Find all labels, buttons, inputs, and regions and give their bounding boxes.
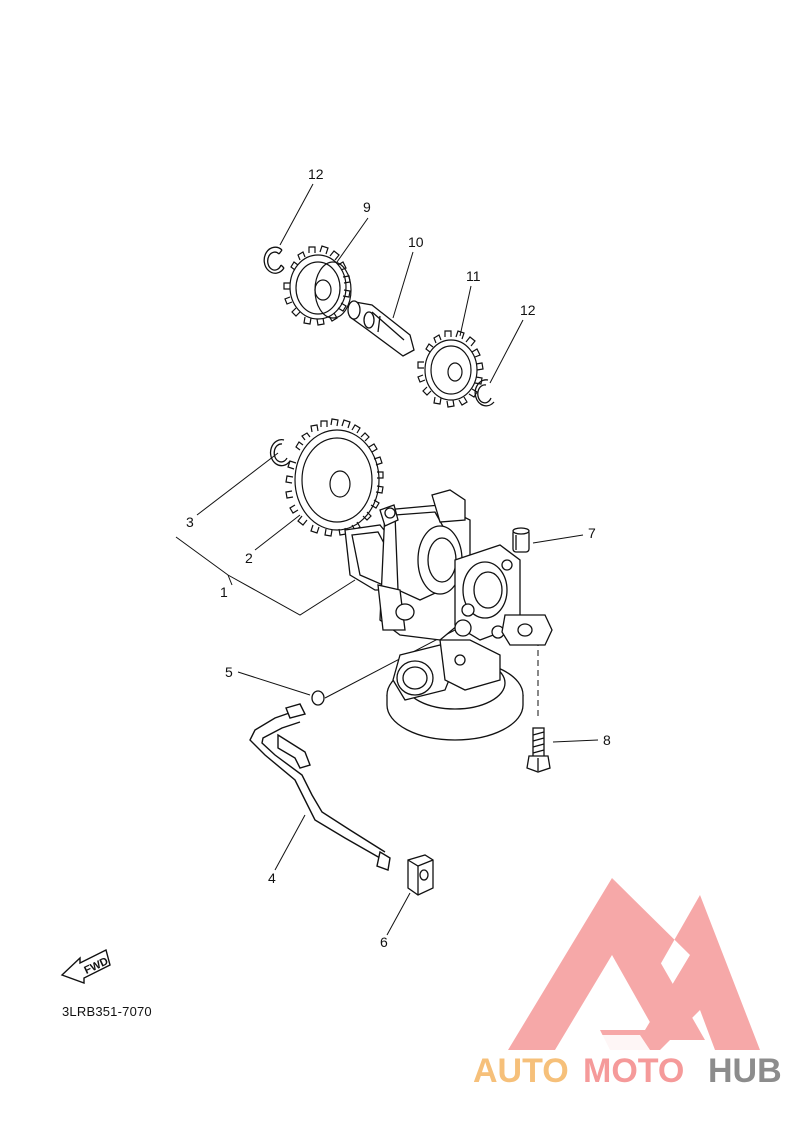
callout-12-top: 12 (308, 166, 324, 182)
dowel-pin-7 (512, 527, 530, 553)
bolt-8 (526, 727, 551, 773)
gear-11 (417, 330, 484, 408)
callout-3: 3 (186, 514, 194, 530)
circlip-12-top (263, 246, 285, 274)
shaft-10 (347, 300, 415, 357)
watermark-text: AUTO MOTO HUB (473, 1052, 782, 1090)
callout-11: 11 (466, 268, 481, 284)
callout-6: 6 (380, 934, 388, 950)
circlip-3 (269, 439, 291, 467)
callout-1: 1 (220, 584, 228, 600)
fwd-arrow-icon: FWD (60, 948, 111, 984)
svg-text:MOTO: MOTO (583, 1052, 684, 1090)
callout-2: 2 (245, 550, 253, 566)
callout-10: 10 (408, 234, 424, 250)
watermark-logo (508, 878, 760, 1050)
leader-lines (175, 183, 599, 936)
oil-pump-assembly-1 (344, 489, 553, 741)
gear-2 (285, 418, 384, 537)
orifice-block-6 (407, 854, 434, 896)
oil-pipe-4 (249, 703, 391, 871)
part-code: 3LRB351-7070 (62, 1004, 152, 1019)
callout-labels: 12 9 10 11 12 3 2 1 7 5 8 4 6 (186, 166, 611, 950)
gear-9 (283, 245, 352, 326)
o-ring-5 (311, 690, 325, 706)
svg-text:AUTO: AUTO (473, 1052, 569, 1090)
svg-text:HUB: HUB (708, 1052, 782, 1090)
callout-9: 9 (363, 199, 371, 215)
fwd-label: FWD (82, 955, 110, 976)
callout-8: 8 (603, 732, 611, 748)
callout-5: 5 (225, 664, 233, 680)
callout-4: 4 (268, 870, 276, 886)
circlip-12-right (474, 379, 495, 407)
callout-12-right: 12 (520, 302, 536, 318)
callout-7: 7 (588, 525, 596, 541)
